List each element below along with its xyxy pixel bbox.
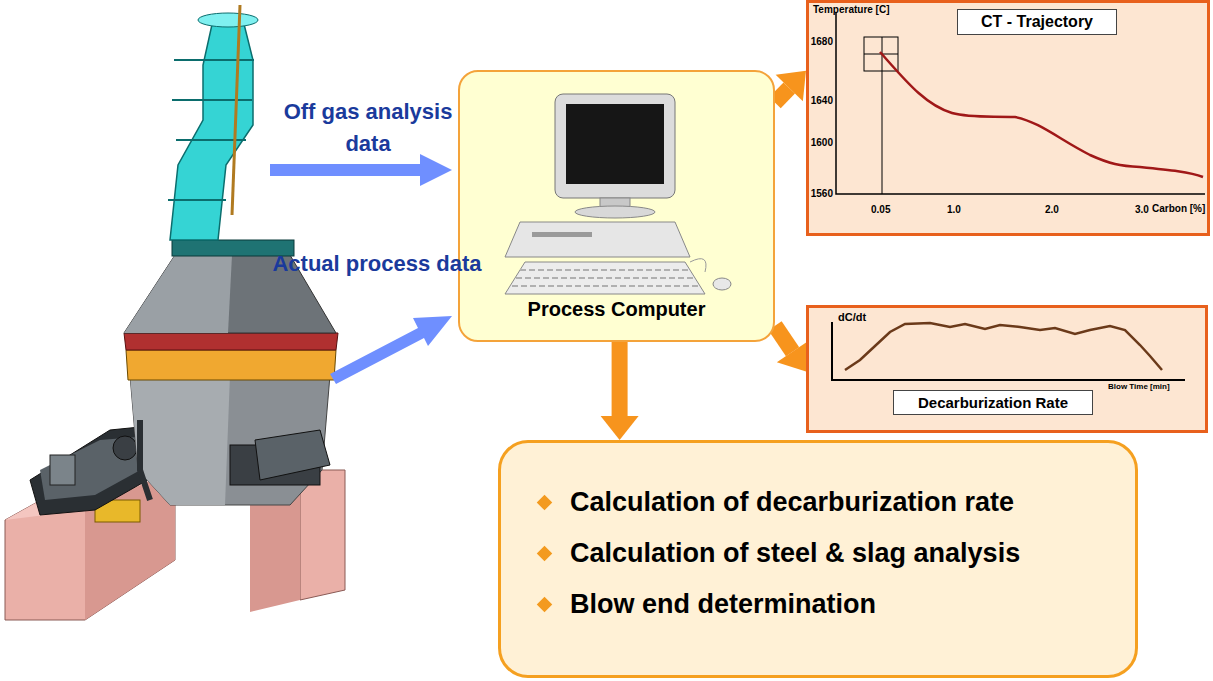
bullet-text: Blow end determination [570,589,876,620]
tick-label: 1.0 [947,204,961,215]
tick-label: 1680 [811,36,833,47]
arrow-head [601,416,639,440]
chart-title: Decarburization Rate [902,394,1084,411]
bullet-diamond [537,495,553,511]
axis-title: Temperature [C] [813,4,890,15]
process-computer-box: Process Computer [458,70,775,342]
tick-label: 3.0 [1135,204,1149,215]
bullet-text: Calculation of decarburization rate [570,487,1014,518]
bullet-row: Calculation of decarburization rate [535,487,1105,518]
tick-label: 2.0 [1045,204,1059,215]
tick-label: 1640 [811,95,833,106]
axis-title: Carbon [%] [1152,203,1205,214]
chart-panel: CT - Trajectory [806,0,1210,236]
bullet-text: Calculation of steel & slag analysis [570,538,1020,569]
axis-title: dC/dt [838,311,866,323]
arrow-label: Actual process data [262,248,492,280]
chart-panel: Decarburization Rate [806,305,1208,433]
chart-title-box: Decarburization Rate [893,390,1093,415]
ct-trajectory-plot [809,3,1207,233]
bullet-diamond [537,597,553,613]
tick-label: 1560 [811,188,833,199]
arrow-shaft [775,326,793,352]
bullet-row: Calculation of steel & slag analysis [535,538,1105,569]
bullet-diamond [537,546,553,562]
node-label: Process Computer [460,298,773,321]
result-box: Calculation of decarburization rateCalcu… [498,440,1138,678]
tick-label: 1600 [811,137,833,148]
arrow-shaft [612,342,628,416]
arrow-label: Off gas analysis data [268,96,468,160]
flow-arrow [775,326,808,372]
flow-arrow [601,342,639,440]
flow-arrow [775,71,806,103]
axis-title: Blow Time [min] [1108,382,1170,391]
chart-title-box: CT - Trajectory [957,9,1117,35]
bullet-row: Blow end determination [535,589,1105,620]
tick-label: 0.05 [871,204,890,215]
chart-title: CT - Trajectory [966,13,1108,31]
arrow-shaft [775,88,789,103]
